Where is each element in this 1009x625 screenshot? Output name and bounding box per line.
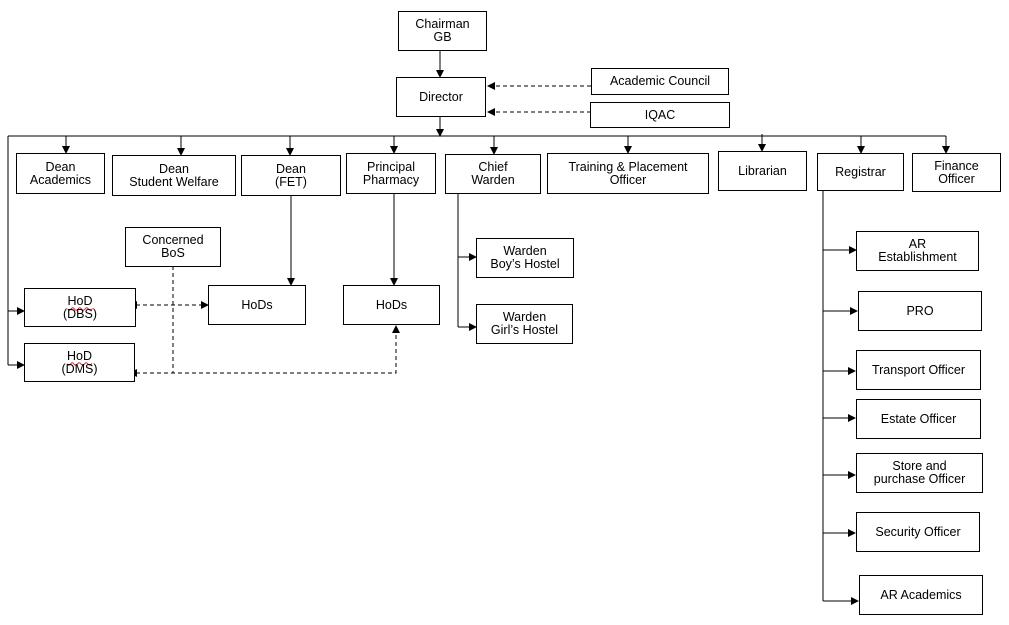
principal-pharmacy-label: Principal Pharmacy bbox=[362, 159, 420, 187]
iqac-box: IQAC bbox=[590, 102, 730, 128]
warden-boys-label: Warden Boy’s Hostel bbox=[490, 244, 560, 271]
ar-academics-label: AR Academics bbox=[880, 587, 962, 602]
hod-dms-title: HoD bbox=[66, 348, 92, 363]
concerned-bos-box: Concerned BoS bbox=[125, 227, 221, 267]
principal-pharmacy-box: Principal Pharmacy bbox=[346, 153, 436, 194]
ar-academics-box: AR Academics bbox=[859, 575, 983, 615]
store-purchase-label: Store and purchase Officer bbox=[873, 459, 966, 486]
hod-dms-box: HoD (DMS) bbox=[24, 343, 135, 382]
store-purchase-box: Store and purchase Officer bbox=[856, 453, 983, 493]
dashed-dms-pharmacy bbox=[129, 325, 400, 377]
librarian-box: Librarian bbox=[718, 151, 807, 191]
chairman-box: Chairman GB bbox=[398, 11, 487, 51]
hod-dms-sub: (DMS) bbox=[61, 361, 98, 376]
warden-girls-label: Warden Girl’s Hostel bbox=[490, 310, 559, 337]
concerned-bos-label: Concerned BoS bbox=[142, 233, 204, 260]
dean-fet-label: Dean (FET) bbox=[275, 161, 307, 189]
dean-student-welfare-label: Dean Student Welfare bbox=[129, 161, 219, 189]
chief-warden-label: Chief Warden bbox=[471, 160, 515, 187]
finance-officer-label: Finance Officer bbox=[934, 158, 979, 186]
warden-girls-box: Warden Girl’s Hostel bbox=[476, 304, 573, 344]
training-placement-box: Training & Placement Officer bbox=[547, 153, 709, 194]
registrar-box: Registrar bbox=[817, 153, 904, 191]
academic-council-box: Academic Council bbox=[591, 68, 729, 95]
ar-establishment-label: AR Establishment bbox=[878, 237, 957, 264]
hods-pharmacy-label: HoDs bbox=[375, 297, 408, 312]
dean-academics-label: Dean Academics bbox=[29, 159, 92, 187]
hods-fet-label: HoDs bbox=[241, 297, 273, 312]
librarian-label: Librarian bbox=[738, 163, 787, 178]
hods-pharmacy-box: HoDs bbox=[343, 285, 440, 325]
chairman-label: Chairman GB bbox=[415, 17, 470, 44]
security-officer-box: Security Officer bbox=[856, 512, 980, 552]
security-officer-label: Security Officer bbox=[875, 524, 961, 539]
academic-council-label: Academic Council bbox=[609, 74, 711, 88]
dean-fet-box: Dean (FET) bbox=[241, 155, 341, 196]
registrar-label: Registrar bbox=[835, 164, 886, 179]
director-box: Director bbox=[396, 77, 486, 117]
finance-officer-box: Finance Officer bbox=[912, 153, 1001, 192]
iqac-label: IQAC bbox=[644, 107, 676, 122]
hods-fet-box: HoDs bbox=[208, 285, 306, 325]
warden-boys-box: Warden Boy’s Hostel bbox=[476, 238, 574, 278]
dean-academics-box: Dean Academics bbox=[16, 153, 105, 194]
ar-establishment-box: AR Establishment bbox=[856, 231, 979, 271]
training-placement-label: Training & Placement Officer bbox=[568, 159, 688, 187]
pro-label: PRO bbox=[906, 303, 934, 318]
estate-officer-label: Estate Officer bbox=[880, 411, 957, 426]
pro-box: PRO bbox=[858, 291, 982, 331]
dean-student-welfare-box: Dean Student Welfare bbox=[112, 155, 236, 196]
estate-officer-box: Estate Officer bbox=[856, 399, 981, 439]
chief-warden-box: Chief Warden bbox=[445, 154, 541, 194]
transport-officer-box: Transport Officer bbox=[856, 350, 981, 390]
transport-officer-label: Transport Officer bbox=[871, 362, 966, 377]
hod-dbs-title: HoD bbox=[67, 293, 93, 308]
hod-dbs-box: HoD (DBS) bbox=[24, 288, 136, 327]
hod-dbs-sub: (DBS) bbox=[62, 306, 98, 321]
director-label: Director bbox=[419, 89, 463, 104]
